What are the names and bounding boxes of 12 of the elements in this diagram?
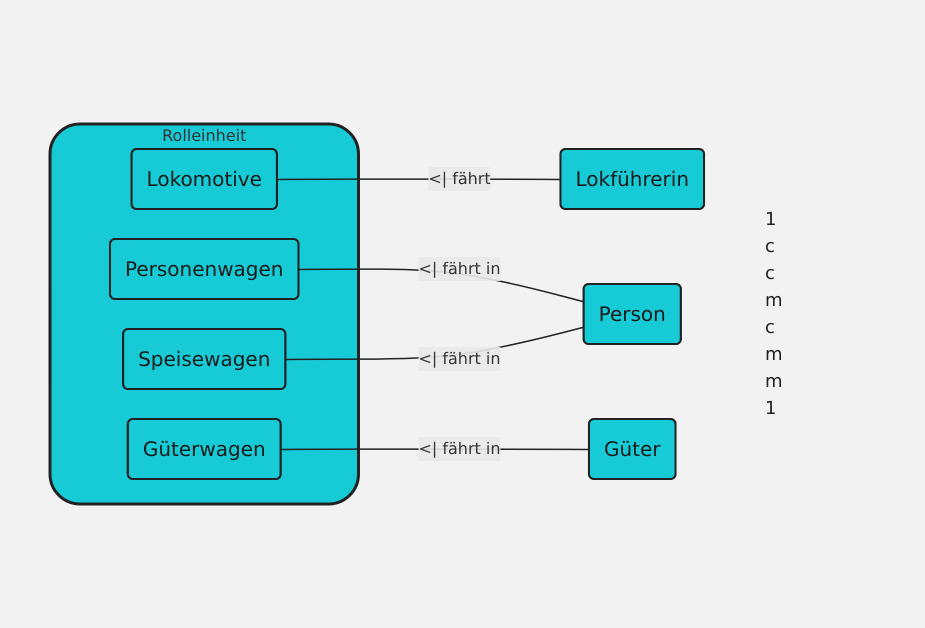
multiplicity-label: m <box>765 290 784 311</box>
multiplicity-label: c <box>765 263 776 284</box>
multiplicity-label: m <box>765 371 784 392</box>
edge-label: <| fährt in <box>418 439 501 458</box>
multiplicity-label: m <box>765 344 784 365</box>
multiplicity-label: c <box>765 317 776 338</box>
edge-label: <| fährt in <box>418 259 501 278</box>
edge-label: <| fährt <box>428 169 492 188</box>
multiplicity-label: 1 <box>765 209 778 230</box>
edge-label: <| fährt in <box>418 349 501 368</box>
multiplicity-label: 1 <box>765 398 778 419</box>
multiplicity-label: c <box>765 236 776 257</box>
